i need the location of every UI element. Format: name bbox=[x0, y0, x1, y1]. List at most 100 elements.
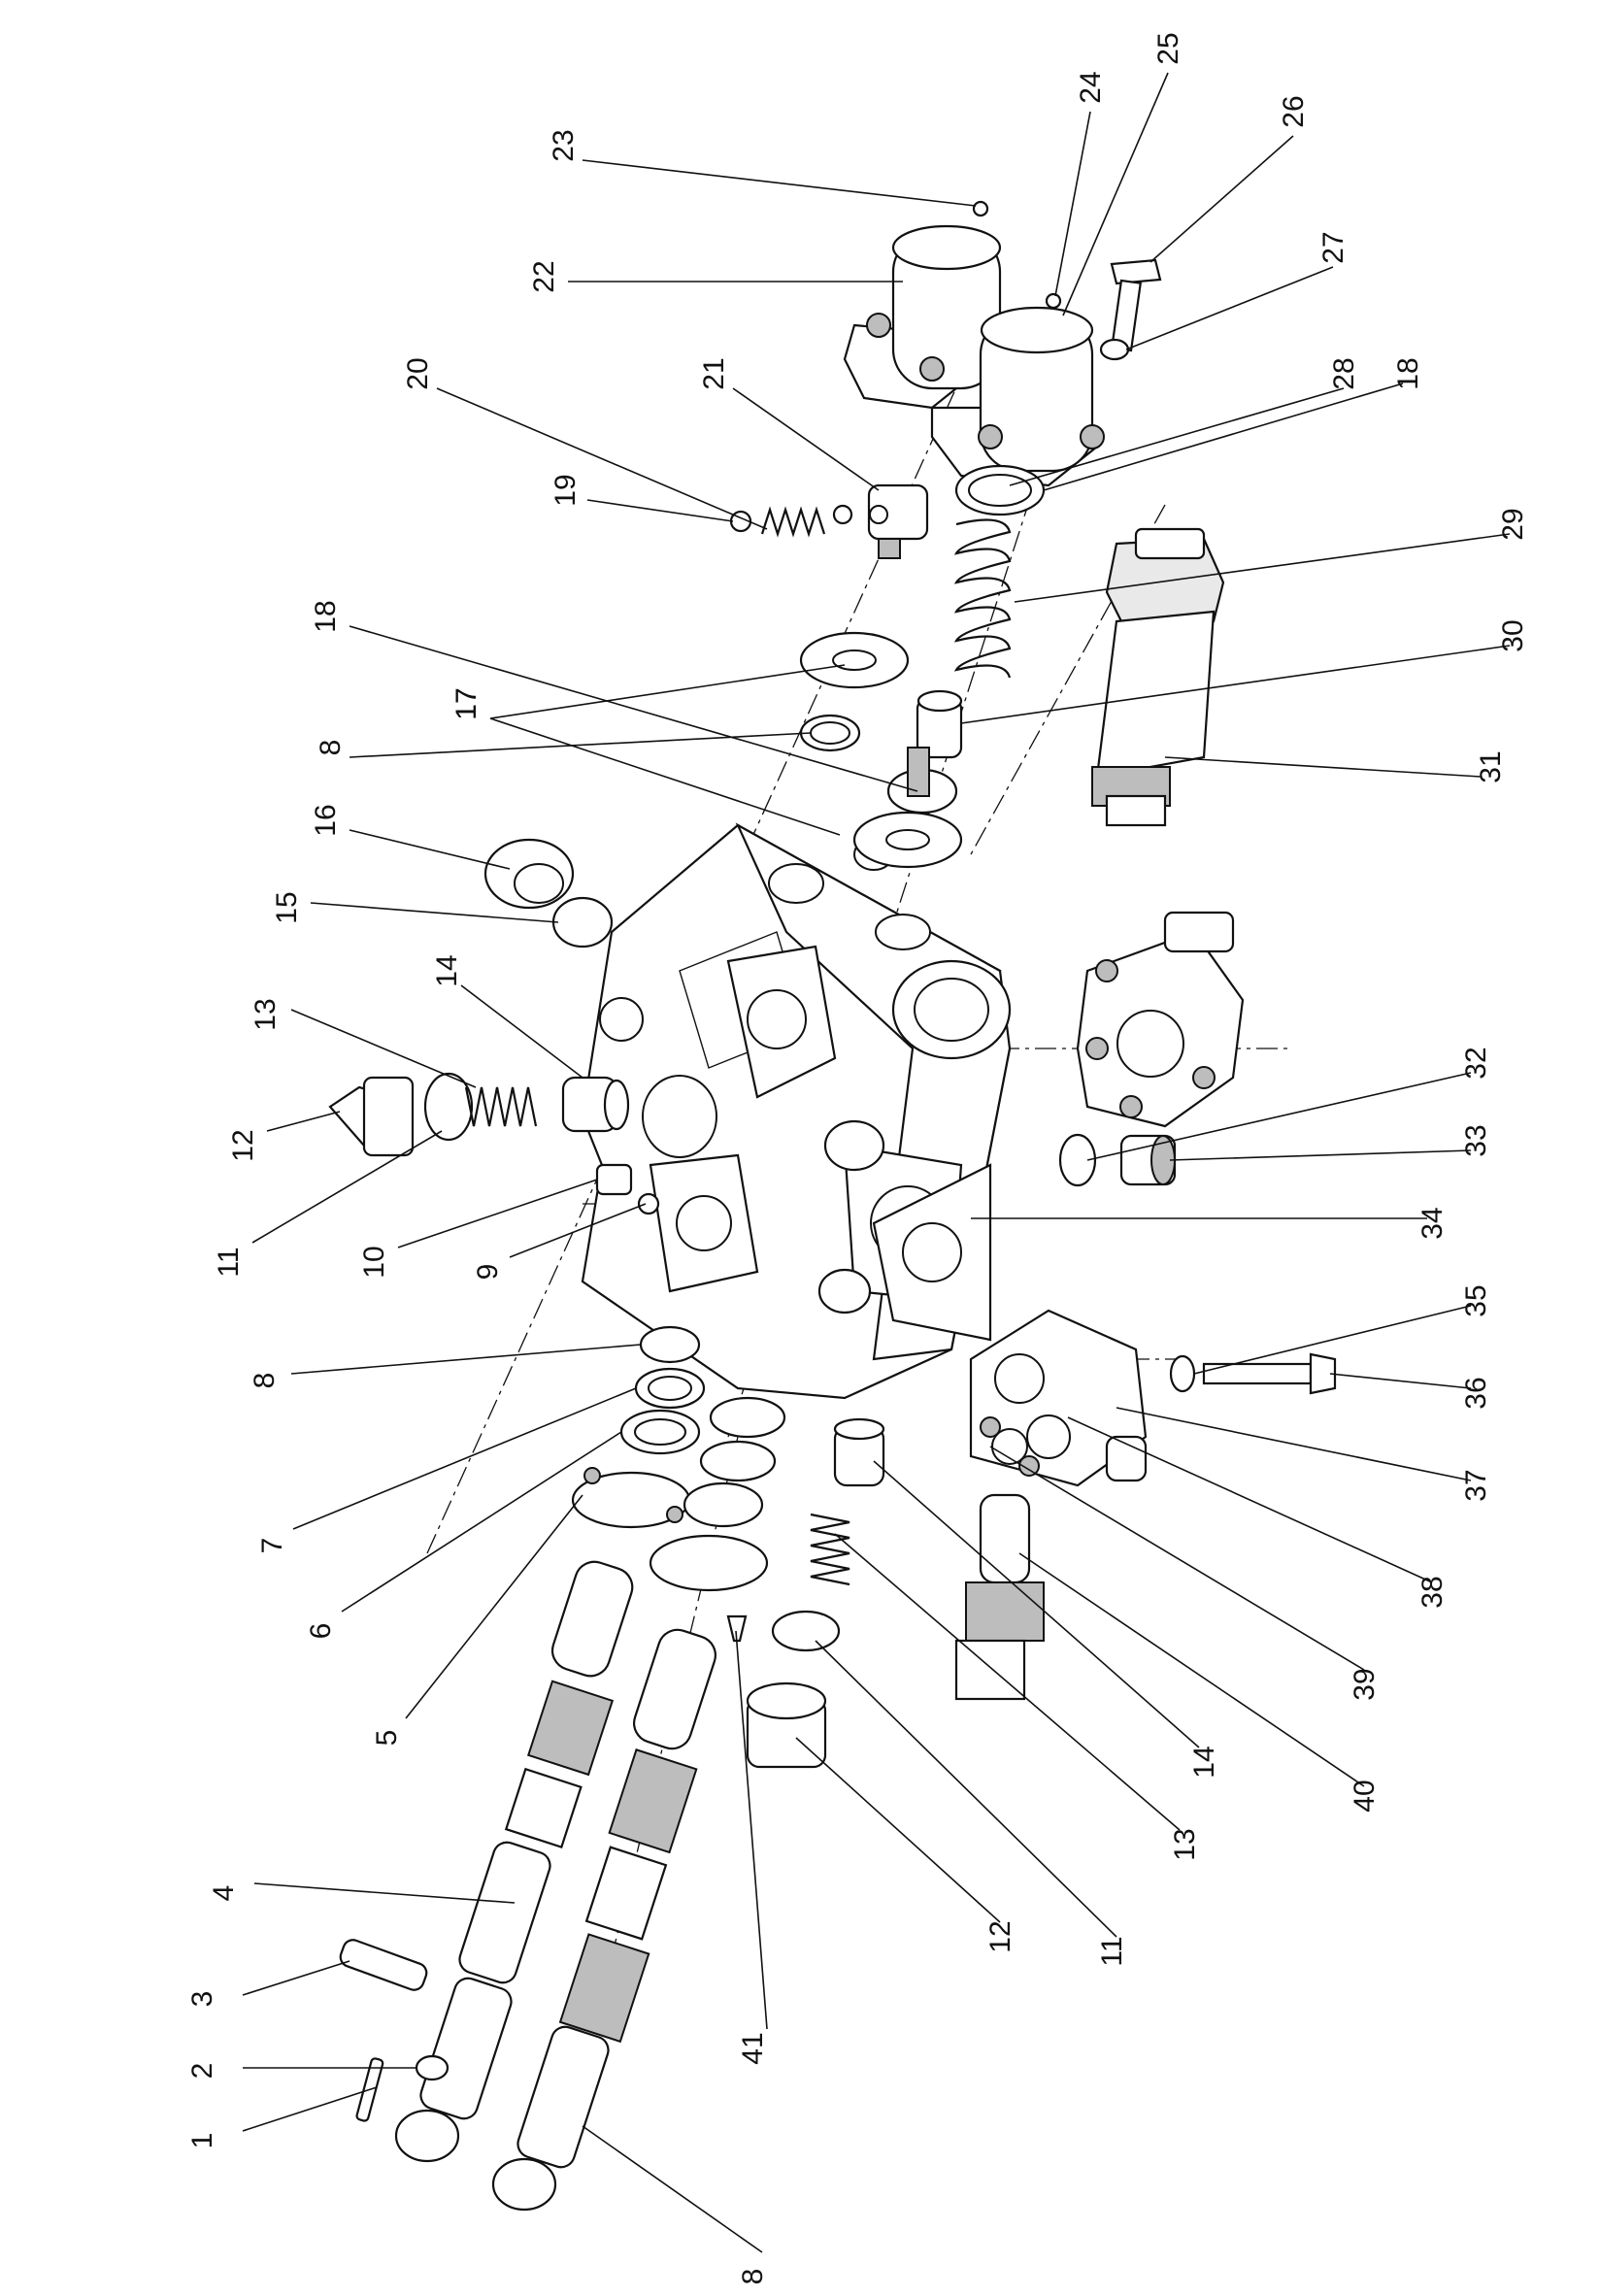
callout-label-10: 10 bbox=[358, 1246, 390, 1278]
seal-7 bbox=[634, 1367, 706, 1410]
plunger-21 bbox=[867, 483, 929, 559]
callout-leader-10 bbox=[397, 1179, 598, 1248]
callout-label-8: 8 bbox=[249, 1373, 281, 1389]
side-cover bbox=[1076, 911, 1245, 1128]
callout-label-37: 37 bbox=[1460, 1469, 1492, 1501]
callout-label-4: 4 bbox=[208, 1885, 240, 1902]
callout-leader-37 bbox=[1116, 1407, 1472, 1481]
callout-label-15: 15 bbox=[271, 891, 303, 923]
callout-leader-8 bbox=[290, 1344, 642, 1375]
rear-block bbox=[969, 1309, 1148, 1487]
spring-28 bbox=[953, 518, 1012, 679]
seal-stack-right bbox=[649, 1396, 786, 1592]
callout-label-11: 11 bbox=[1096, 1936, 1128, 1966]
callout-leader-31 bbox=[1164, 756, 1482, 778]
callout-leader-1 bbox=[242, 2086, 378, 2132]
callout-leader-8 bbox=[582, 2125, 763, 2253]
spring-13-lower bbox=[810, 1513, 850, 1586]
callout-label-24: 24 bbox=[1075, 71, 1107, 103]
callout-leader-17 bbox=[489, 664, 846, 719]
callout-label-23: 23 bbox=[548, 129, 580, 161]
spool-4 bbox=[394, 1560, 634, 2163]
callout-leader-11 bbox=[251, 1130, 443, 1244]
callout-leader-15 bbox=[310, 902, 559, 923]
callout-leader-14 bbox=[460, 984, 583, 1079]
callout-label-32: 32 bbox=[1460, 1047, 1492, 1079]
callout-label-40: 40 bbox=[1349, 1780, 1381, 1812]
balls-and-spring-19-20 bbox=[729, 504, 853, 538]
callout-leader-28 bbox=[1009, 387, 1345, 486]
callout-leader-9 bbox=[509, 1203, 647, 1258]
bolt-35 bbox=[1202, 1352, 1337, 1395]
callout-leader-27 bbox=[1125, 266, 1334, 350]
callout-label-29: 29 bbox=[1497, 508, 1529, 540]
callout-leader-18 bbox=[1043, 383, 1404, 491]
callout-label-25: 25 bbox=[1152, 32, 1184, 64]
callout-label-39: 39 bbox=[1349, 1668, 1381, 1700]
callout-leader-12 bbox=[795, 1737, 1001, 1923]
callout-leader-36 bbox=[1329, 1373, 1472, 1389]
washer-2 bbox=[415, 2054, 450, 2081]
callout-label-8: 8 bbox=[315, 740, 347, 756]
callout-leader-13 bbox=[290, 1009, 477, 1088]
poppet-14-upper bbox=[561, 1076, 630, 1133]
callout-leader-11 bbox=[815, 1640, 1117, 1938]
callout-label-12: 12 bbox=[227, 1129, 259, 1161]
callout-label-31: 31 bbox=[1475, 750, 1507, 782]
callout-leader-14 bbox=[873, 1460, 1200, 1748]
callout-label-1: 1 bbox=[186, 2133, 218, 2149]
callout-label-16: 16 bbox=[310, 804, 342, 836]
ring-8-lower bbox=[639, 1325, 701, 1364]
callout-label-8: 8 bbox=[737, 2269, 769, 2285]
cartridge-valve-30 bbox=[1091, 527, 1225, 827]
callout-label-36: 36 bbox=[1460, 1377, 1492, 1409]
flange-33 bbox=[872, 1163, 992, 1342]
callout-label-17: 17 bbox=[450, 687, 483, 719]
callout-leader-6 bbox=[341, 1431, 622, 1613]
callout-label-12: 12 bbox=[984, 1920, 1016, 1952]
poppet-14-lower bbox=[833, 1417, 885, 1487]
washer-34 bbox=[1169, 1354, 1196, 1393]
callout-leader-35 bbox=[1193, 1305, 1472, 1375]
callout-leader-4 bbox=[253, 1882, 516, 1904]
callout-label-26: 26 bbox=[1278, 95, 1310, 127]
plate-5 bbox=[571, 1467, 691, 1529]
callout-label-21: 21 bbox=[698, 357, 730, 389]
bolt-26 bbox=[1110, 258, 1162, 352]
o-ring-31 bbox=[1058, 1133, 1097, 1187]
callout-label-34: 34 bbox=[1416, 1207, 1449, 1239]
spool-41 bbox=[491, 1628, 716, 2212]
callout-leader-30 bbox=[960, 645, 1511, 724]
callout-label-38: 38 bbox=[1416, 1576, 1449, 1608]
seat-29 bbox=[916, 689, 963, 759]
callout-leader-25 bbox=[1062, 72, 1169, 316]
callout-leader-40 bbox=[1018, 1552, 1365, 1787]
callout-leader-5 bbox=[405, 1494, 583, 1719]
cap-12-lower bbox=[746, 1681, 827, 1769]
callout-leader-3 bbox=[242, 1960, 350, 1996]
plug-16 bbox=[483, 838, 575, 910]
callout-label-6: 6 bbox=[305, 1623, 337, 1640]
callout-label-22: 22 bbox=[528, 260, 560, 292]
callout-leader-20 bbox=[436, 387, 768, 530]
small-screws-23-24 bbox=[972, 200, 1062, 310]
callout-label-7: 7 bbox=[256, 1538, 288, 1554]
callout-label-33: 33 bbox=[1460, 1124, 1492, 1156]
callout-leader-18 bbox=[349, 625, 918, 792]
o-ring-11-upper bbox=[423, 1072, 474, 1142]
callout-leader-41 bbox=[735, 1630, 768, 2030]
sensor-39 bbox=[954, 1493, 1045, 1701]
callout-leader-19 bbox=[586, 499, 734, 522]
plug-10 bbox=[595, 1163, 660, 1215]
cone-40 bbox=[726, 1614, 748, 1643]
solenoid-coil-22 bbox=[843, 224, 1002, 410]
callout-leader-8 bbox=[349, 732, 812, 758]
callout-leader-33 bbox=[1169, 1149, 1472, 1161]
callout-label-11: 11 bbox=[213, 1247, 245, 1277]
callout-label-3: 3 bbox=[186, 1991, 218, 2008]
callout-label-5: 5 bbox=[371, 1730, 403, 1747]
ring-18-middle bbox=[886, 747, 958, 815]
callout-label-35: 35 bbox=[1460, 1284, 1492, 1316]
callout-leader-39 bbox=[989, 1446, 1365, 1671]
